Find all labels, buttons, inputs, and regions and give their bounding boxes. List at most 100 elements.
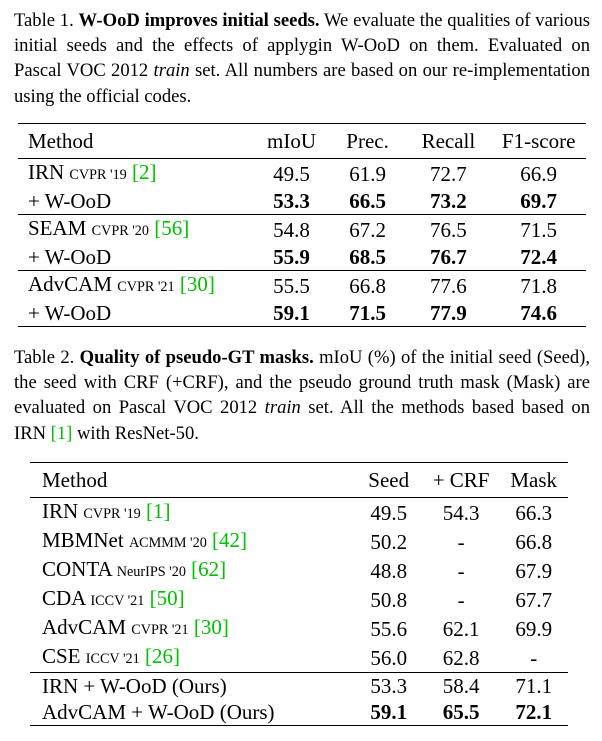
column-header-precision: Prec.: [346, 129, 389, 153]
venue: CVPR '21: [131, 622, 189, 638]
miou-cell: 59.1: [273, 301, 310, 325]
seed-cell: 48.8: [370, 558, 408, 583]
mask-cell: 71.1: [515, 674, 553, 698]
venue: ICCV '21: [90, 593, 145, 609]
method-cell: IRN CVPR '19 [2]: [18, 159, 253, 189]
crf-cell: -: [457, 529, 465, 554]
citation-link[interactable]: [30]: [179, 272, 215, 296]
table-row: AdvCAM CVPR '21 [30] 55.5 66.8 77.6 71.8: [18, 270, 586, 301]
miou-cell: 53.3: [273, 189, 310, 213]
recall-cell: 76.5: [430, 217, 467, 242]
citation-link[interactable]: [1]: [50, 422, 73, 444]
method-cell: CSE ICCV '21 [26]: [30, 643, 355, 673]
column-header-method: Method: [28, 129, 94, 153]
mask-cell: 66.8: [515, 529, 553, 554]
column-header-seed: Seed: [368, 468, 410, 492]
citation-link[interactable]: [2]: [132, 160, 157, 184]
table-row: AdvCAM CVPR '21 [30] 55.6 62.1 69.9: [30, 614, 568, 643]
method-cell: CONTA NeurIPS '20 [62]: [30, 556, 355, 585]
precision-cell: 67.2: [349, 217, 386, 242]
method-name: AdvCAM: [28, 272, 113, 296]
table-row: + W-OoD 55.9 68.5 76.7 72.4: [18, 244, 586, 271]
recall-cell: 73.2: [430, 189, 467, 213]
seed-cell: 59.1: [370, 700, 408, 724]
column-header-miou: mIoU: [267, 129, 317, 153]
table1: Method mIoU Prec. Recall F1-score IRN CV…: [18, 123, 586, 327]
table2-caption-text-end: with ResNet-50.: [72, 422, 199, 444]
method-name: AdvCAM: [42, 615, 127, 639]
table2-title: Quality of pseudo-GT masks.: [79, 347, 314, 368]
venue: CVPR '19: [69, 167, 127, 183]
f1-cell: 72.4: [520, 245, 558, 269]
f1-cell: 74.6: [520, 301, 558, 325]
table1-caption-italic: train: [153, 60, 190, 82]
mask-cell: 69.9: [515, 616, 553, 641]
citation-link[interactable]: [42]: [212, 528, 248, 552]
f1-cell: 69.7: [520, 189, 558, 213]
table2-caption-italic: train: [264, 397, 301, 419]
column-header-mask: Mask: [510, 468, 558, 492]
seed-cell: 50.2: [370, 529, 408, 554]
table-row: IRN + W-OoD (Ours) 53.3 58.4 71.1: [30, 672, 568, 700]
precision-cell: 66.5: [349, 189, 386, 213]
recall-cell: 76.7: [430, 245, 467, 269]
citation-link[interactable]: [62]: [191, 557, 227, 581]
recall-cell: 77.6: [430, 273, 467, 298]
table2-label: Table 2.: [14, 347, 75, 368]
method-cell: + W-OoD: [28, 189, 112, 213]
crf-cell: 62.1: [442, 616, 480, 641]
venue: ACMMM '20: [128, 535, 207, 551]
table-row: AdvCAM + W-OoD (Ours) 59.1 65.5 72.1: [30, 699, 568, 726]
table1-caption-text-end: set. All numbers are based on our re-imp…: [14, 60, 590, 107]
mask-cell: 67.9: [515, 558, 553, 583]
method-cell: AdvCAM + W-OoD (Ours): [42, 700, 275, 724]
miou-cell: 55.5: [273, 273, 310, 298]
venue: CVPR '21: [117, 279, 175, 295]
table-row: + W-OoD 59.1 71.5 77.9 74.6: [18, 300, 586, 327]
table1-caption-text: We evaluate the qualities of various ini…: [14, 10, 591, 82]
citation-link[interactable]: [50]: [149, 586, 185, 610]
miou-cell: 54.8: [273, 217, 310, 242]
table-row: CDA ICCV '21 [50] 50.8 - 67.7: [30, 585, 568, 614]
method-cell: SEAM CVPR '20 [56]: [18, 215, 253, 245]
crf-cell: -: [457, 587, 465, 612]
method-cell: IRN CVPR '19 [1]: [30, 498, 355, 528]
f1-cell: 71.8: [520, 273, 558, 298]
table-row: IRN CVPR '19 [1] 49.5 54.3 66.3: [30, 498, 568, 528]
venue: NeurIPS '20: [116, 564, 186, 580]
recall-cell: 72.7: [430, 161, 467, 186]
citation-link[interactable]: [26]: [144, 644, 180, 668]
crf-cell: -: [457, 558, 465, 583]
method-cell: + W-OoD: [28, 245, 112, 269]
method-cell: IRN + W-OoD (Ours): [42, 674, 227, 698]
table2-caption: Table 2. Quality of pseudo-GT masks. mIo…: [14, 345, 590, 446]
recall-cell: 77.9: [430, 301, 467, 325]
column-header-crf: + CRF: [432, 468, 490, 492]
table2-caption-text-mid: set. All the methods based based on IRN: [14, 397, 590, 444]
method-name: SEAM: [28, 216, 87, 240]
method-cell: AdvCAM CVPR '21 [30]: [30, 614, 355, 643]
mask-cell: 72.1: [515, 700, 553, 724]
seed-cell: 49.5: [370, 500, 408, 525]
table-row: CSE ICCV '21 [26] 56.0 62.8 -: [30, 643, 568, 673]
citation-link[interactable]: [56]: [154, 216, 190, 240]
table-row: MBMNet ACMMM '20 [42] 50.2 - 66.8: [30, 527, 568, 556]
column-header-method: Method: [42, 468, 108, 492]
citation-link[interactable]: [1]: [146, 499, 171, 523]
precision-cell: 68.5: [349, 245, 386, 269]
miou-cell: 55.9: [273, 245, 310, 269]
column-header-f1score: F1-score: [501, 129, 576, 153]
seed-cell: 53.3: [370, 674, 408, 698]
method-cell: MBMNet ACMMM '20 [42]: [30, 527, 355, 556]
citation-link[interactable]: [30]: [193, 615, 229, 639]
f1-cell: 71.5: [520, 217, 558, 242]
table1-header-row: Method mIoU Prec. Recall F1-score: [18, 124, 586, 159]
f1-cell: 66.9: [520, 161, 558, 186]
precision-cell: 66.8: [349, 273, 386, 298]
method-cell: AdvCAM CVPR '21 [30]: [18, 271, 253, 301]
method-name: CSE: [42, 644, 81, 668]
table-row: CONTA NeurIPS '20 [62] 48.8 - 67.9: [30, 556, 568, 585]
table1-title: W-OoD improves initial seeds.: [78, 10, 320, 31]
crf-cell: 65.5: [442, 700, 480, 724]
precision-cell: 61.9: [349, 161, 386, 186]
